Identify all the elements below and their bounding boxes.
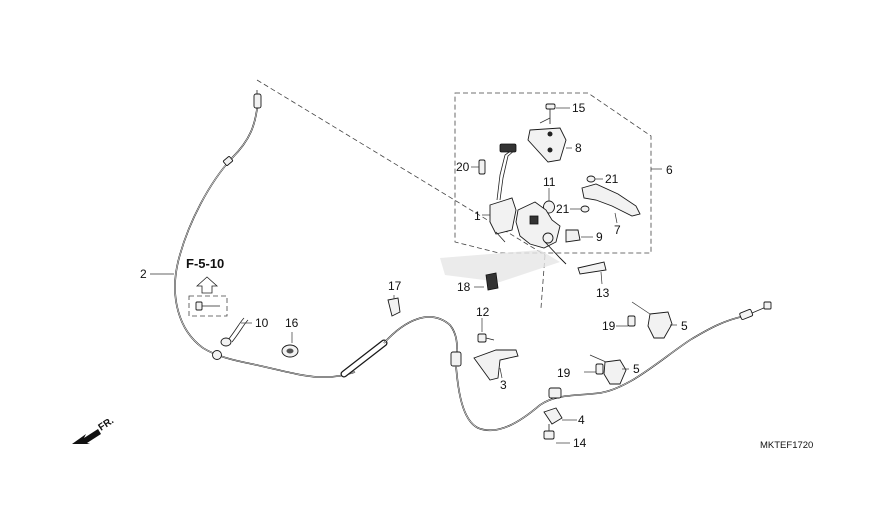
part-13-bolt: [577, 261, 607, 285]
part-16-clamp: [281, 332, 299, 358]
callout-2: 2: [140, 267, 147, 281]
part-21-washers: [570, 175, 603, 213]
part-10-clamp: [220, 317, 252, 347]
callout-11: 11: [543, 175, 556, 189]
callout-13: 13: [596, 286, 610, 300]
part-20-screw: [471, 159, 486, 175]
callout-12: 12: [476, 305, 490, 319]
callout-21b: 21: [556, 202, 570, 216]
lever-holder-body: [515, 201, 567, 265]
callout-1: 1: [474, 209, 481, 223]
reference-label: F-5-10: [186, 256, 224, 271]
part-11-cap: [543, 188, 555, 214]
part-12-bolt: [477, 318, 495, 343]
callout-5b: 5: [633, 362, 640, 376]
part-4-clamp: [543, 407, 577, 425]
callout-6: 6: [666, 163, 673, 177]
part-8-bracket: [527, 117, 572, 163]
part-7-lever: [581, 183, 641, 224]
part-9-clip: [565, 229, 593, 243]
callout-17: 17: [388, 279, 402, 293]
diagram-code: MKTEF1720: [760, 440, 813, 451]
callout-19b: 19: [557, 366, 571, 380]
part-5b-clamp: [589, 354, 629, 385]
part-19a-bolt: [616, 315, 636, 327]
callout-7: 7: [614, 223, 621, 237]
part-14-bolt: [543, 424, 570, 444]
callout-10: 10: [255, 316, 269, 330]
callout-18: 18: [457, 280, 471, 294]
cable-lower: [450, 301, 772, 432]
callout-5a: 5: [681, 319, 688, 333]
callout-15: 15: [572, 101, 586, 115]
part-18-clip: [474, 272, 499, 291]
part-5a-clamp: [631, 301, 677, 339]
cable-part-2: [174, 90, 458, 378]
assembly-group-outline: [256, 79, 652, 309]
callout-19a: 19: [602, 319, 616, 333]
callout-16: 16: [285, 316, 299, 330]
callout-20: 20: [456, 160, 470, 174]
front-direction-label: FR.: [97, 415, 117, 433]
callout-9: 9: [596, 230, 603, 244]
part-3-bracket: [473, 349, 519, 381]
front-direction-arrow-icon: [72, 429, 101, 444]
part-15-bolt: [545, 103, 570, 124]
callout-14: 14: [573, 436, 587, 450]
part-19b-bolt: [584, 363, 604, 375]
part-17-clamp: [387, 295, 401, 317]
part-1-switch: [482, 143, 517, 243]
callout-21a: 21: [605, 172, 619, 186]
reference-arrow: [188, 276, 228, 317]
callout-3: 3: [500, 378, 507, 392]
callout-8: 8: [575, 141, 582, 155]
callout-4: 4: [578, 413, 585, 427]
